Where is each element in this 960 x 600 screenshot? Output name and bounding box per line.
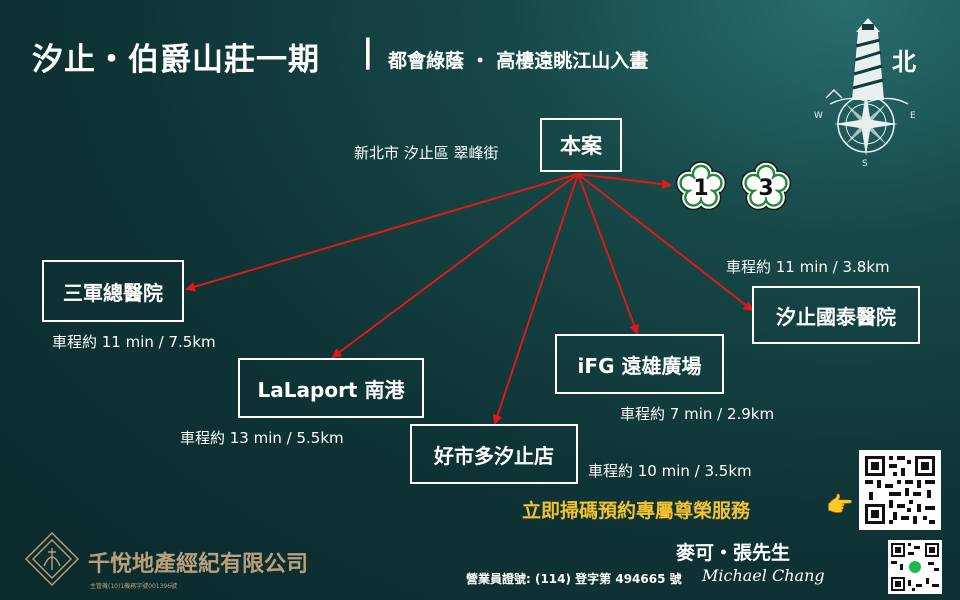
dest-costco-label: 好市多汐止店 — [434, 443, 554, 468]
booking-qr-code[interactable] — [859, 450, 941, 530]
company-registration: 主管機(10)1機務字號001396號 — [90, 583, 178, 590]
origin-label: 本案 — [560, 134, 602, 158]
dest-military-hospital-label: 三軍總醫院 — [63, 280, 163, 305]
origin-box: 本案 — [540, 118, 622, 172]
highway-3-label: 3 — [758, 176, 773, 201]
dest-ifg-label: iFG 遠雄廣場 — [577, 353, 702, 378]
pointing-hand-icon: 👉 — [826, 493, 854, 518]
dest-costco: 好市多汐止店 — [410, 424, 578, 484]
drive-ifg: 車程約 7 min / 2.9km — [620, 405, 775, 423]
highway-1-icon: 1 — [675, 161, 727, 211]
drive-costco: 車程約 10 min / 3.5km — [588, 462, 752, 480]
agent-signature: Michael Chang — [702, 566, 825, 585]
arrow-to-cathay — [577, 173, 754, 312]
compass-s: S — [862, 159, 868, 169]
compass-w: W — [814, 111, 823, 121]
project-address: 新北市 汐止區 翠峰街 — [354, 144, 499, 162]
arrow-to-lalaport — [331, 173, 579, 359]
title-divider: | — [362, 32, 374, 70]
line-qr-code[interactable] — [888, 540, 942, 594]
highway-1-label: 1 — [693, 176, 708, 201]
page-subtitle: 都會綠蔭 ・ 高樓遠眺江山入畫 — [388, 50, 649, 72]
dest-military-hospital: 三軍總醫院 — [42, 260, 184, 322]
agent-license: 營業員證號: (114) 登字第 494665 號 — [466, 572, 682, 586]
drive-military-hospital: 車程約 11 min / 7.5km — [52, 333, 216, 351]
compass-e: E — [910, 111, 916, 121]
dest-ifg: iFG 遠雄廣場 — [555, 334, 724, 394]
drive-lalaport: 車程約 13 min / 5.5km — [180, 429, 344, 447]
company-name: 千悅地產經紀有限公司 — [88, 552, 309, 577]
arrow-to-costco — [492, 173, 579, 425]
north-label: 北 — [892, 48, 916, 76]
dest-lalaport: LaLaport 南港 — [238, 358, 424, 418]
agent-name: 麥可・張先生 — [676, 542, 791, 564]
dest-cathay-label: 汐止國泰醫院 — [776, 304, 896, 329]
dest-cathay: 汐止國泰醫院 — [752, 286, 920, 344]
arrow-to-ifg — [577, 173, 639, 335]
arrow-to-highway — [577, 173, 672, 190]
drive-cathay: 車程約 11 min / 3.8km — [726, 258, 890, 276]
page-title: 汐止・伯爵山莊一期 — [32, 42, 320, 78]
highway-3-icon: 3 — [740, 161, 792, 211]
booking-cta: 立即掃碼預約專屬尊榮服務 — [522, 500, 751, 522]
arrow-to-military-hospital — [185, 173, 579, 292]
dest-lalaport-label: LaLaport 南港 — [257, 377, 405, 402]
